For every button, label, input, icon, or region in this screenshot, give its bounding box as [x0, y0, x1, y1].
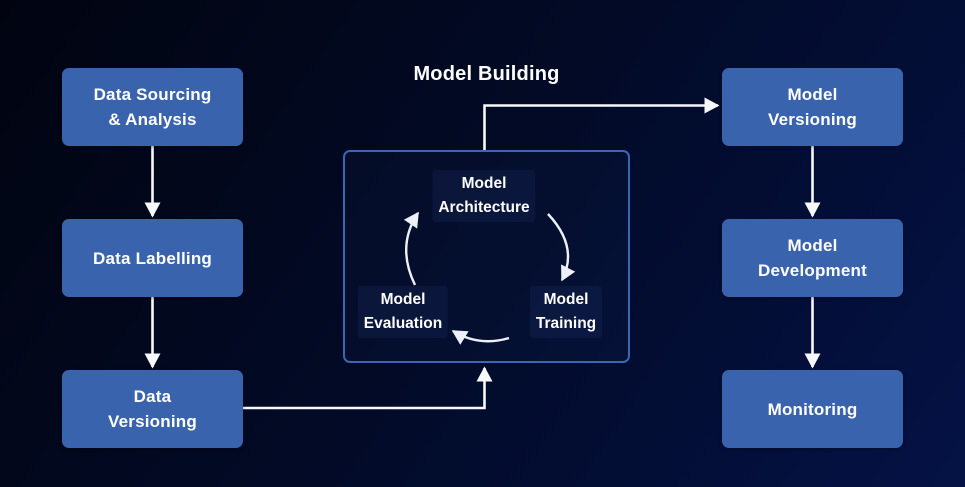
node-label-line: Versioning — [108, 412, 197, 431]
model-building-cycle-box — [343, 150, 630, 363]
node-model-development: Model Development — [722, 219, 903, 297]
node-label-line: Data Labelling — [93, 248, 212, 268]
node-data-versioning: Data Versioning — [62, 370, 243, 448]
node-label-line: Monitoring — [767, 399, 858, 419]
model-building-title: Model Building — [413, 63, 560, 85]
cycle-label-line: Model — [380, 291, 426, 308]
arrow-data-versioning-to-model-building — [243, 366, 493, 410]
cycle-label-line: Model — [461, 175, 507, 192]
cycle-label-line: Evaluation — [363, 315, 443, 332]
node-label-line: Data — [133, 387, 172, 406]
cycle-label-line: Architecture — [438, 199, 530, 216]
node-label-line: Data Sourcing — [93, 85, 212, 104]
node-label-line: Versioning — [768, 110, 857, 129]
node-monitoring: Monitoring — [722, 370, 903, 448]
node-label-line: Model — [787, 85, 838, 104]
cycle-label-line: Model — [543, 291, 589, 308]
node-label-line: Development — [758, 261, 867, 280]
node-label-line: & Analysis — [108, 110, 197, 129]
node-data-labelling: Data Labelling — [62, 219, 243, 297]
cycle-node-model-evaluation: Model Evaluation — [357, 286, 449, 338]
arrow-model-building-to-model-versioning — [483, 97, 720, 150]
node-model-versioning: Model Versioning — [722, 68, 903, 146]
node-label-line: Model — [787, 236, 838, 255]
cycle-label-line: Training — [535, 315, 597, 332]
cycle-node-model-architecture: Model Architecture — [432, 170, 536, 222]
node-data-sourcing-analysis: Data Sourcing & Analysis — [62, 68, 243, 146]
cycle-node-model-training: Model Training — [529, 286, 603, 338]
